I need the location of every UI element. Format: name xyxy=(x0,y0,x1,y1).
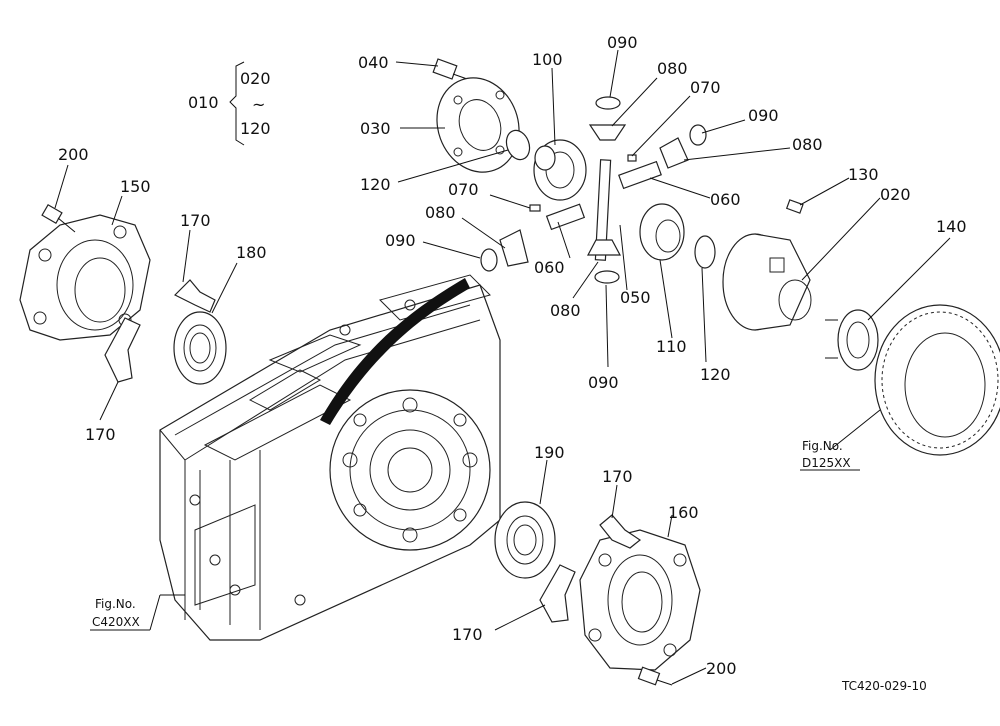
label-160: 160 xyxy=(668,503,699,522)
label-110: 110 xyxy=(656,337,687,356)
label-120-upper: 120 xyxy=(360,175,391,194)
pinion-080-left xyxy=(499,229,529,267)
pinion-shaft xyxy=(594,159,612,261)
shaft-060-left xyxy=(545,203,586,231)
side-cover-160 xyxy=(579,529,701,671)
label-170-upper: 170 xyxy=(180,211,211,230)
label-150: 150 xyxy=(120,177,151,196)
drawing-code: TC420-029-10 xyxy=(841,679,927,693)
label-200-lower: 200 xyxy=(706,659,737,678)
fig-ref-1-label: Fig.No. xyxy=(802,439,843,453)
diff-case-020 xyxy=(722,233,812,331)
part-labels: 010 020 ~ 120 040 030 120 100 090 080 07… xyxy=(58,33,967,693)
pin-070-right xyxy=(627,154,637,162)
ring-120-right xyxy=(694,235,716,269)
label-130: 130 xyxy=(848,165,879,184)
pinion-080-right xyxy=(659,137,689,169)
bolt-200-lower xyxy=(637,666,673,686)
label-120-right: 120 xyxy=(700,365,731,384)
transmission-case xyxy=(159,274,501,641)
pin-070-left xyxy=(529,204,541,212)
shim-170-lower-center xyxy=(539,564,576,623)
ring-120-upper xyxy=(505,129,531,161)
label-010-range-start: 020 xyxy=(240,69,271,88)
washer-090-right xyxy=(689,124,707,146)
label-200-upper: 200 xyxy=(58,145,89,164)
shaft-060-right xyxy=(618,160,662,190)
label-170-right: 170 xyxy=(602,467,633,486)
fig-ref-1-value: D125XX xyxy=(802,456,851,470)
bearing-190 xyxy=(494,501,556,579)
label-010-range-end: 120 xyxy=(240,119,271,138)
pinion-080-bottom xyxy=(587,239,621,256)
label-170-lower-center: 170 xyxy=(452,625,483,644)
label-090-left: 090 xyxy=(385,231,416,250)
flange-030 xyxy=(436,77,520,173)
pinion-080-top xyxy=(588,124,627,141)
label-080-top: 080 xyxy=(657,59,688,78)
label-050: 050 xyxy=(620,288,651,307)
label-080-right: 080 xyxy=(792,135,823,154)
bolt-200-upper xyxy=(41,203,76,233)
shim-170-upper xyxy=(173,279,216,313)
label-180: 180 xyxy=(236,243,267,262)
label-090-bottom: 090 xyxy=(588,373,619,392)
washer-090-bottom xyxy=(594,270,620,284)
washer-090-left xyxy=(480,248,498,272)
label-140: 140 xyxy=(936,217,967,236)
bolt-040 xyxy=(432,58,471,81)
fig-ref-2-value: C420XX xyxy=(92,615,140,629)
label-030: 030 xyxy=(360,119,391,138)
fig-ref-2-label: Fig.No. xyxy=(95,597,136,611)
bearing-140 xyxy=(825,309,879,371)
side-cover-150 xyxy=(19,214,151,341)
label-010: 010 xyxy=(188,93,219,112)
label-100: 100 xyxy=(532,50,563,69)
label-070-left: 070 xyxy=(448,180,479,199)
leader-lines xyxy=(54,49,951,685)
label-080-bottom: 080 xyxy=(550,301,581,320)
label-020: 020 xyxy=(880,185,911,204)
label-010-range-tilde: ~ xyxy=(252,95,265,114)
label-170-lower-left: 170 xyxy=(85,425,116,444)
bearing-180 xyxy=(173,311,227,385)
side-gear-100 xyxy=(533,139,587,201)
assembly-arrow xyxy=(320,278,470,425)
label-090-top: 090 xyxy=(607,33,638,52)
group-bracket-010 xyxy=(229,61,245,146)
washer-090-top xyxy=(595,96,621,110)
label-060-left: 060 xyxy=(534,258,565,277)
label-040: 040 xyxy=(358,53,389,72)
label-080-left: 080 xyxy=(425,203,456,222)
ring-gear xyxy=(874,304,1000,456)
bolt-130 xyxy=(785,199,804,214)
side-gear-050 xyxy=(639,203,685,261)
label-070-right: 070 xyxy=(690,78,721,97)
label-090-right: 090 xyxy=(748,106,779,125)
label-190: 190 xyxy=(534,443,565,462)
label-060-right: 060 xyxy=(710,190,741,209)
